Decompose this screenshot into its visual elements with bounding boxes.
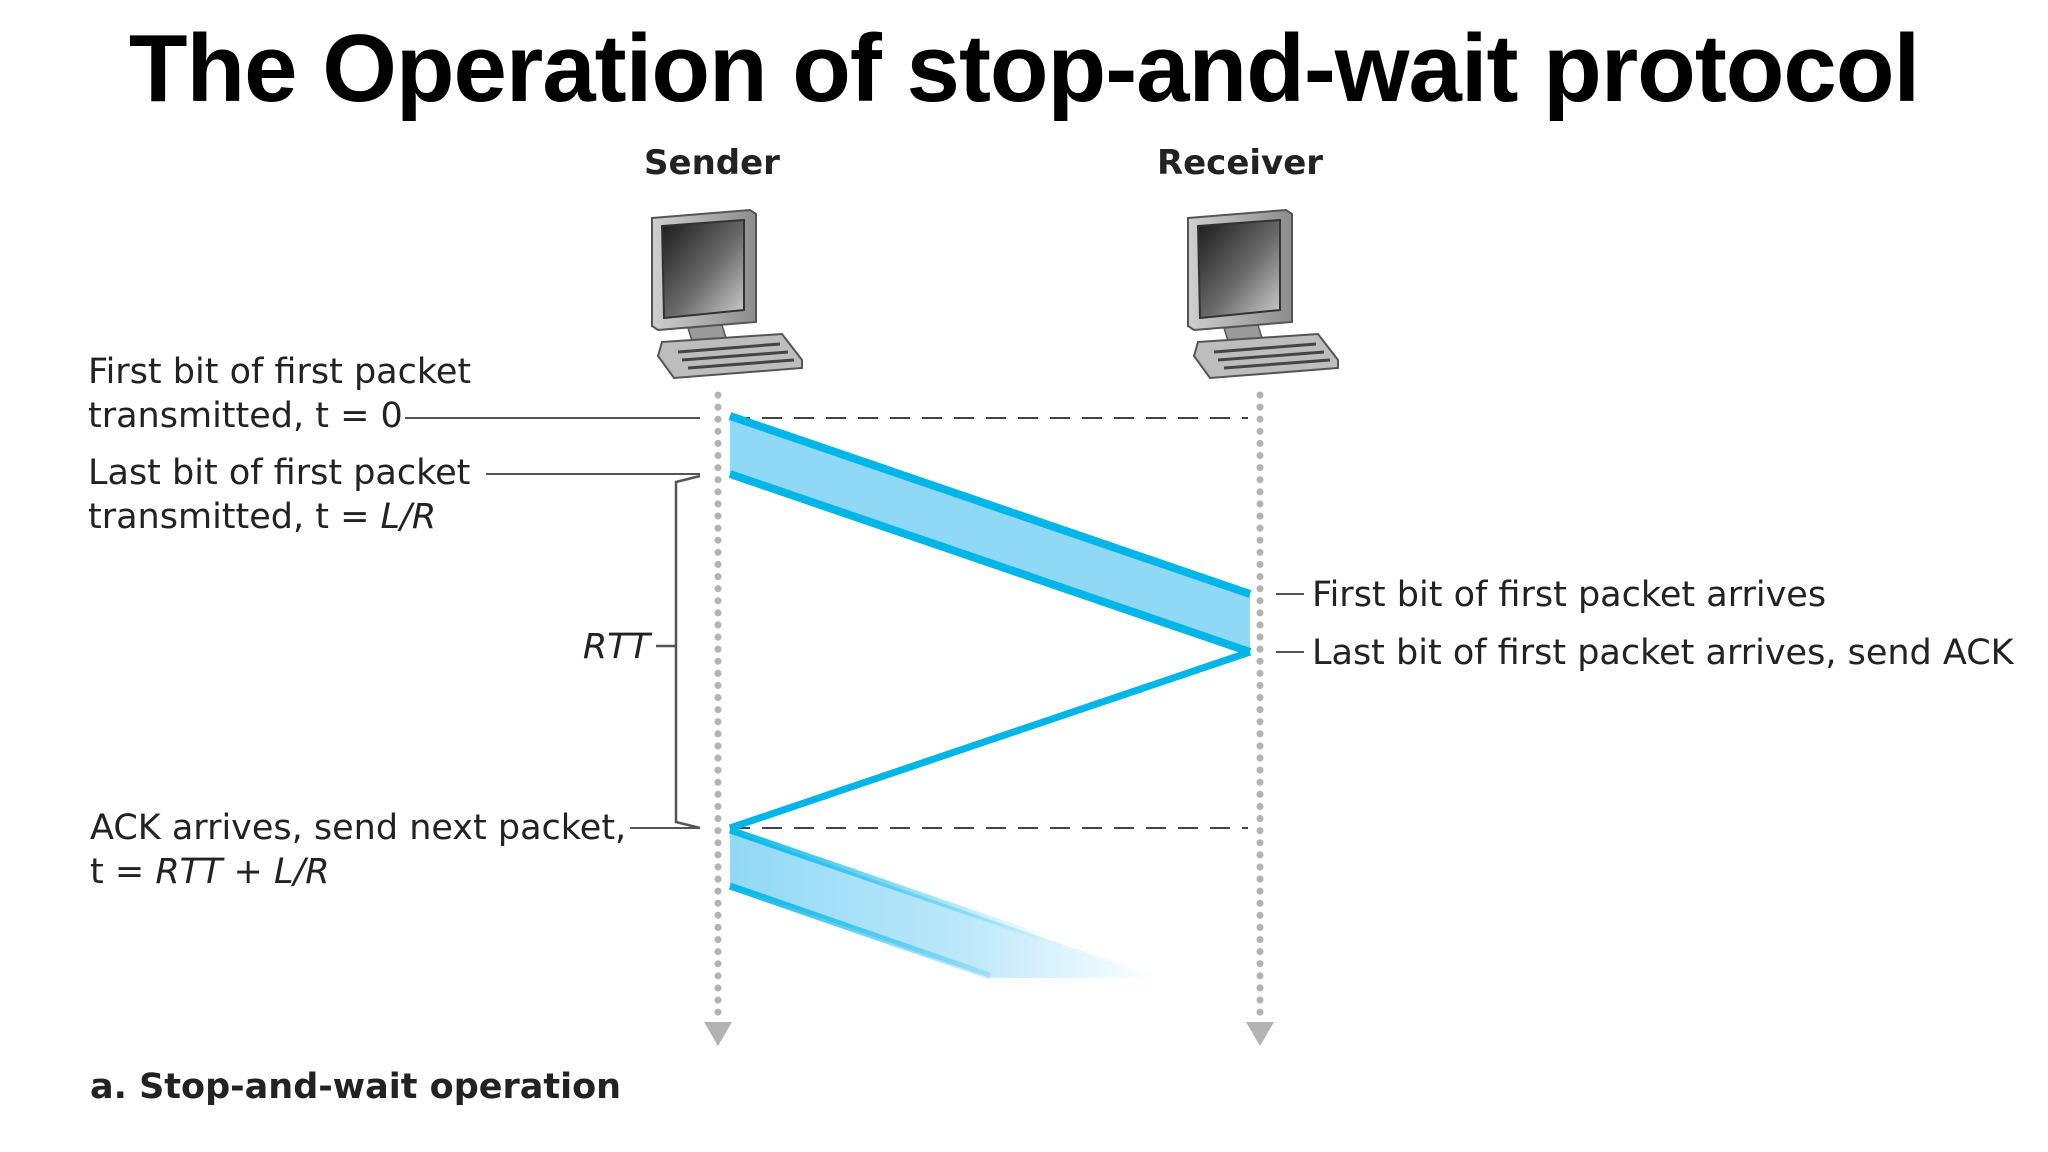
sender-header: Sender xyxy=(644,143,780,183)
figure-caption: a. Stop-and-wait operation xyxy=(90,1067,621,1107)
desktop-computer-icon xyxy=(650,208,804,380)
sender-event-3-line1: ACK arrives, send next packet, xyxy=(90,808,626,848)
receiver-header: Receiver xyxy=(1157,143,1323,183)
rtt-bracket xyxy=(674,474,701,830)
next-packet-trailing-edge xyxy=(728,882,992,980)
first-packet-trailing-edge xyxy=(728,470,1252,656)
sender-timeline-arrow-icon xyxy=(704,1022,732,1046)
first-packet-band xyxy=(730,416,1250,652)
receiver-event-2: Last bit of first packet arrives, send A… xyxy=(1312,633,2015,673)
ack-line xyxy=(728,648,1252,832)
receiver-timeline-arrow-icon xyxy=(1246,1022,1274,1046)
desktop-computer-icon xyxy=(1186,208,1340,380)
first-packet-leading-edge xyxy=(728,412,1252,598)
sender-event-2-line1: Last bit of first packet xyxy=(88,453,470,493)
sender-event-1-line2: transmitted, t = 0 xyxy=(88,396,403,436)
sender-event-2-line2: transmitted, t = L/R xyxy=(88,497,436,537)
sender-event-1-line1: First bit of first packet xyxy=(88,352,471,392)
receiver-event-1: First bit of first packet arrives xyxy=(1312,575,1826,615)
next-packet-leading-edge xyxy=(728,826,1052,944)
sender-event-3-line2: t = RTT + L/R xyxy=(90,852,330,892)
slide-title: The Operation of stop-and-wait protocol xyxy=(128,15,1920,122)
rtt-label: RTT xyxy=(583,627,653,667)
